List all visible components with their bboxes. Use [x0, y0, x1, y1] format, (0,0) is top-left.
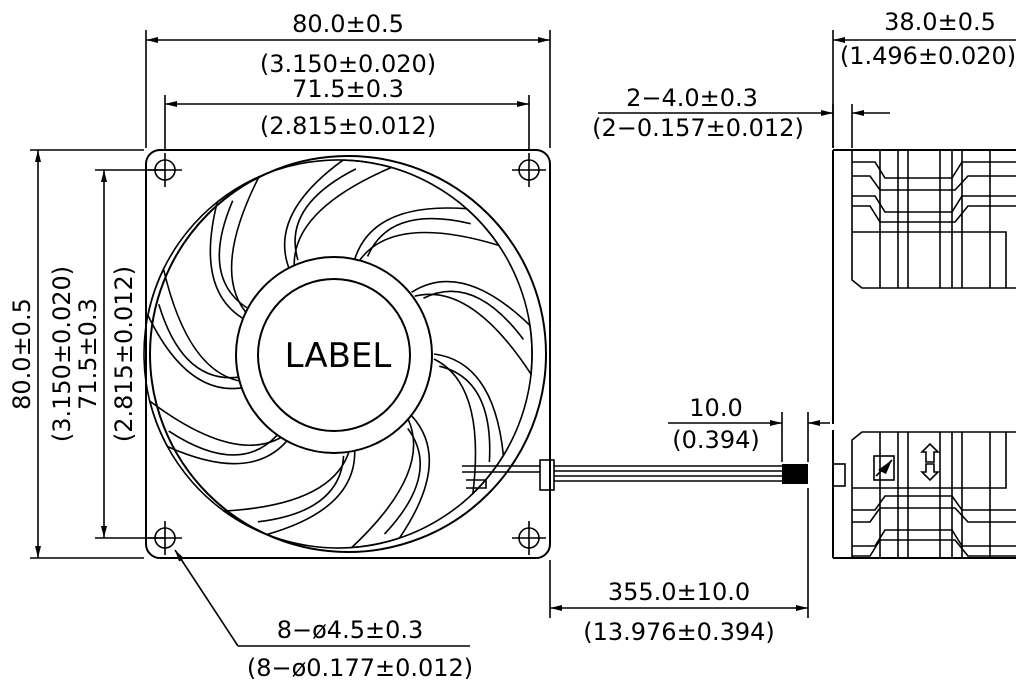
dim-hole-spacing-in: (2.815±0.012) [260, 112, 436, 140]
dim-hole-spacing-mm: 71.5±0.3 [292, 75, 404, 103]
fan-blade-edge [383, 427, 421, 535]
airflow-direction-icon [873, 455, 895, 481]
side-view [832, 149, 1016, 559]
fan-blade [209, 159, 394, 322]
fan-blade [221, 415, 431, 549]
fan-blade-edge [366, 217, 471, 257]
dim-vhole-spacing-mm: 71.5±0.3 [74, 298, 102, 410]
fan-blade [411, 280, 533, 496]
dim-hole-dia-in: (8−ø0.177±0.012) [247, 654, 473, 682]
dim-strip-in: (0.394) [672, 426, 759, 454]
fan-blade-edge [158, 303, 239, 379]
fan-blade [143, 266, 291, 465]
dim-strip-mm: 10.0 [689, 394, 742, 422]
dim-flange-mm: 2−4.0±0.3 [626, 84, 758, 112]
fan-blade-edge [168, 430, 278, 456]
dim-flange-in: (2−0.157±0.012) [592, 114, 804, 142]
fan-frame [145, 149, 551, 559]
fan-blade-edge [257, 455, 345, 523]
dim-height-in: (3.150±0.020) [48, 266, 76, 442]
fan-blade [147, 175, 261, 390]
hole-top-right [512, 153, 546, 187]
dim-vhole-spacing-in: (2.815±0.012) [110, 266, 138, 442]
hub-label-text: LABEL [285, 336, 392, 376]
fan-blades [143, 159, 533, 549]
dim-width-in: (3.150±0.020) [260, 50, 436, 78]
dim-depth-in: (1.496±0.020) [840, 42, 1016, 70]
front-view: LABEL [143, 149, 808, 559]
dim-width-mm: 80.0±0.5 [292, 10, 404, 38]
fan-hub-outer [235, 256, 433, 454]
dim-hole-dia-mm: 8−ø4.5±0.3 [277, 616, 424, 644]
fan-blade [283, 159, 501, 272]
fan-blade-edge [439, 365, 491, 463]
fan-blade [353, 207, 533, 377]
fan-blade-edge [218, 200, 248, 309]
fan-blade-edge [294, 168, 357, 261]
dim-lead-mm: 355.0±10.0 [608, 578, 750, 606]
fan-blade-edge [423, 290, 525, 340]
dimensions: 80.0±0.5 (3.150±0.020) 71.5±0.3 (2.815±0… [8, 8, 1016, 682]
fan-blade [148, 399, 356, 536]
dim-height-mm: 80.0±0.5 [8, 298, 36, 410]
rotation-direction-icon [920, 442, 940, 482]
dim-lead-in: (13.976±0.394) [583, 618, 775, 646]
fan-hub-label-ring [257, 278, 411, 432]
fan-blade [349, 353, 505, 549]
fan-venturi [149, 155, 547, 553]
dim-depth-mm: 38.0±0.5 [884, 8, 996, 36]
wire-exit [462, 459, 808, 491]
hole-bottom-right [512, 521, 546, 555]
